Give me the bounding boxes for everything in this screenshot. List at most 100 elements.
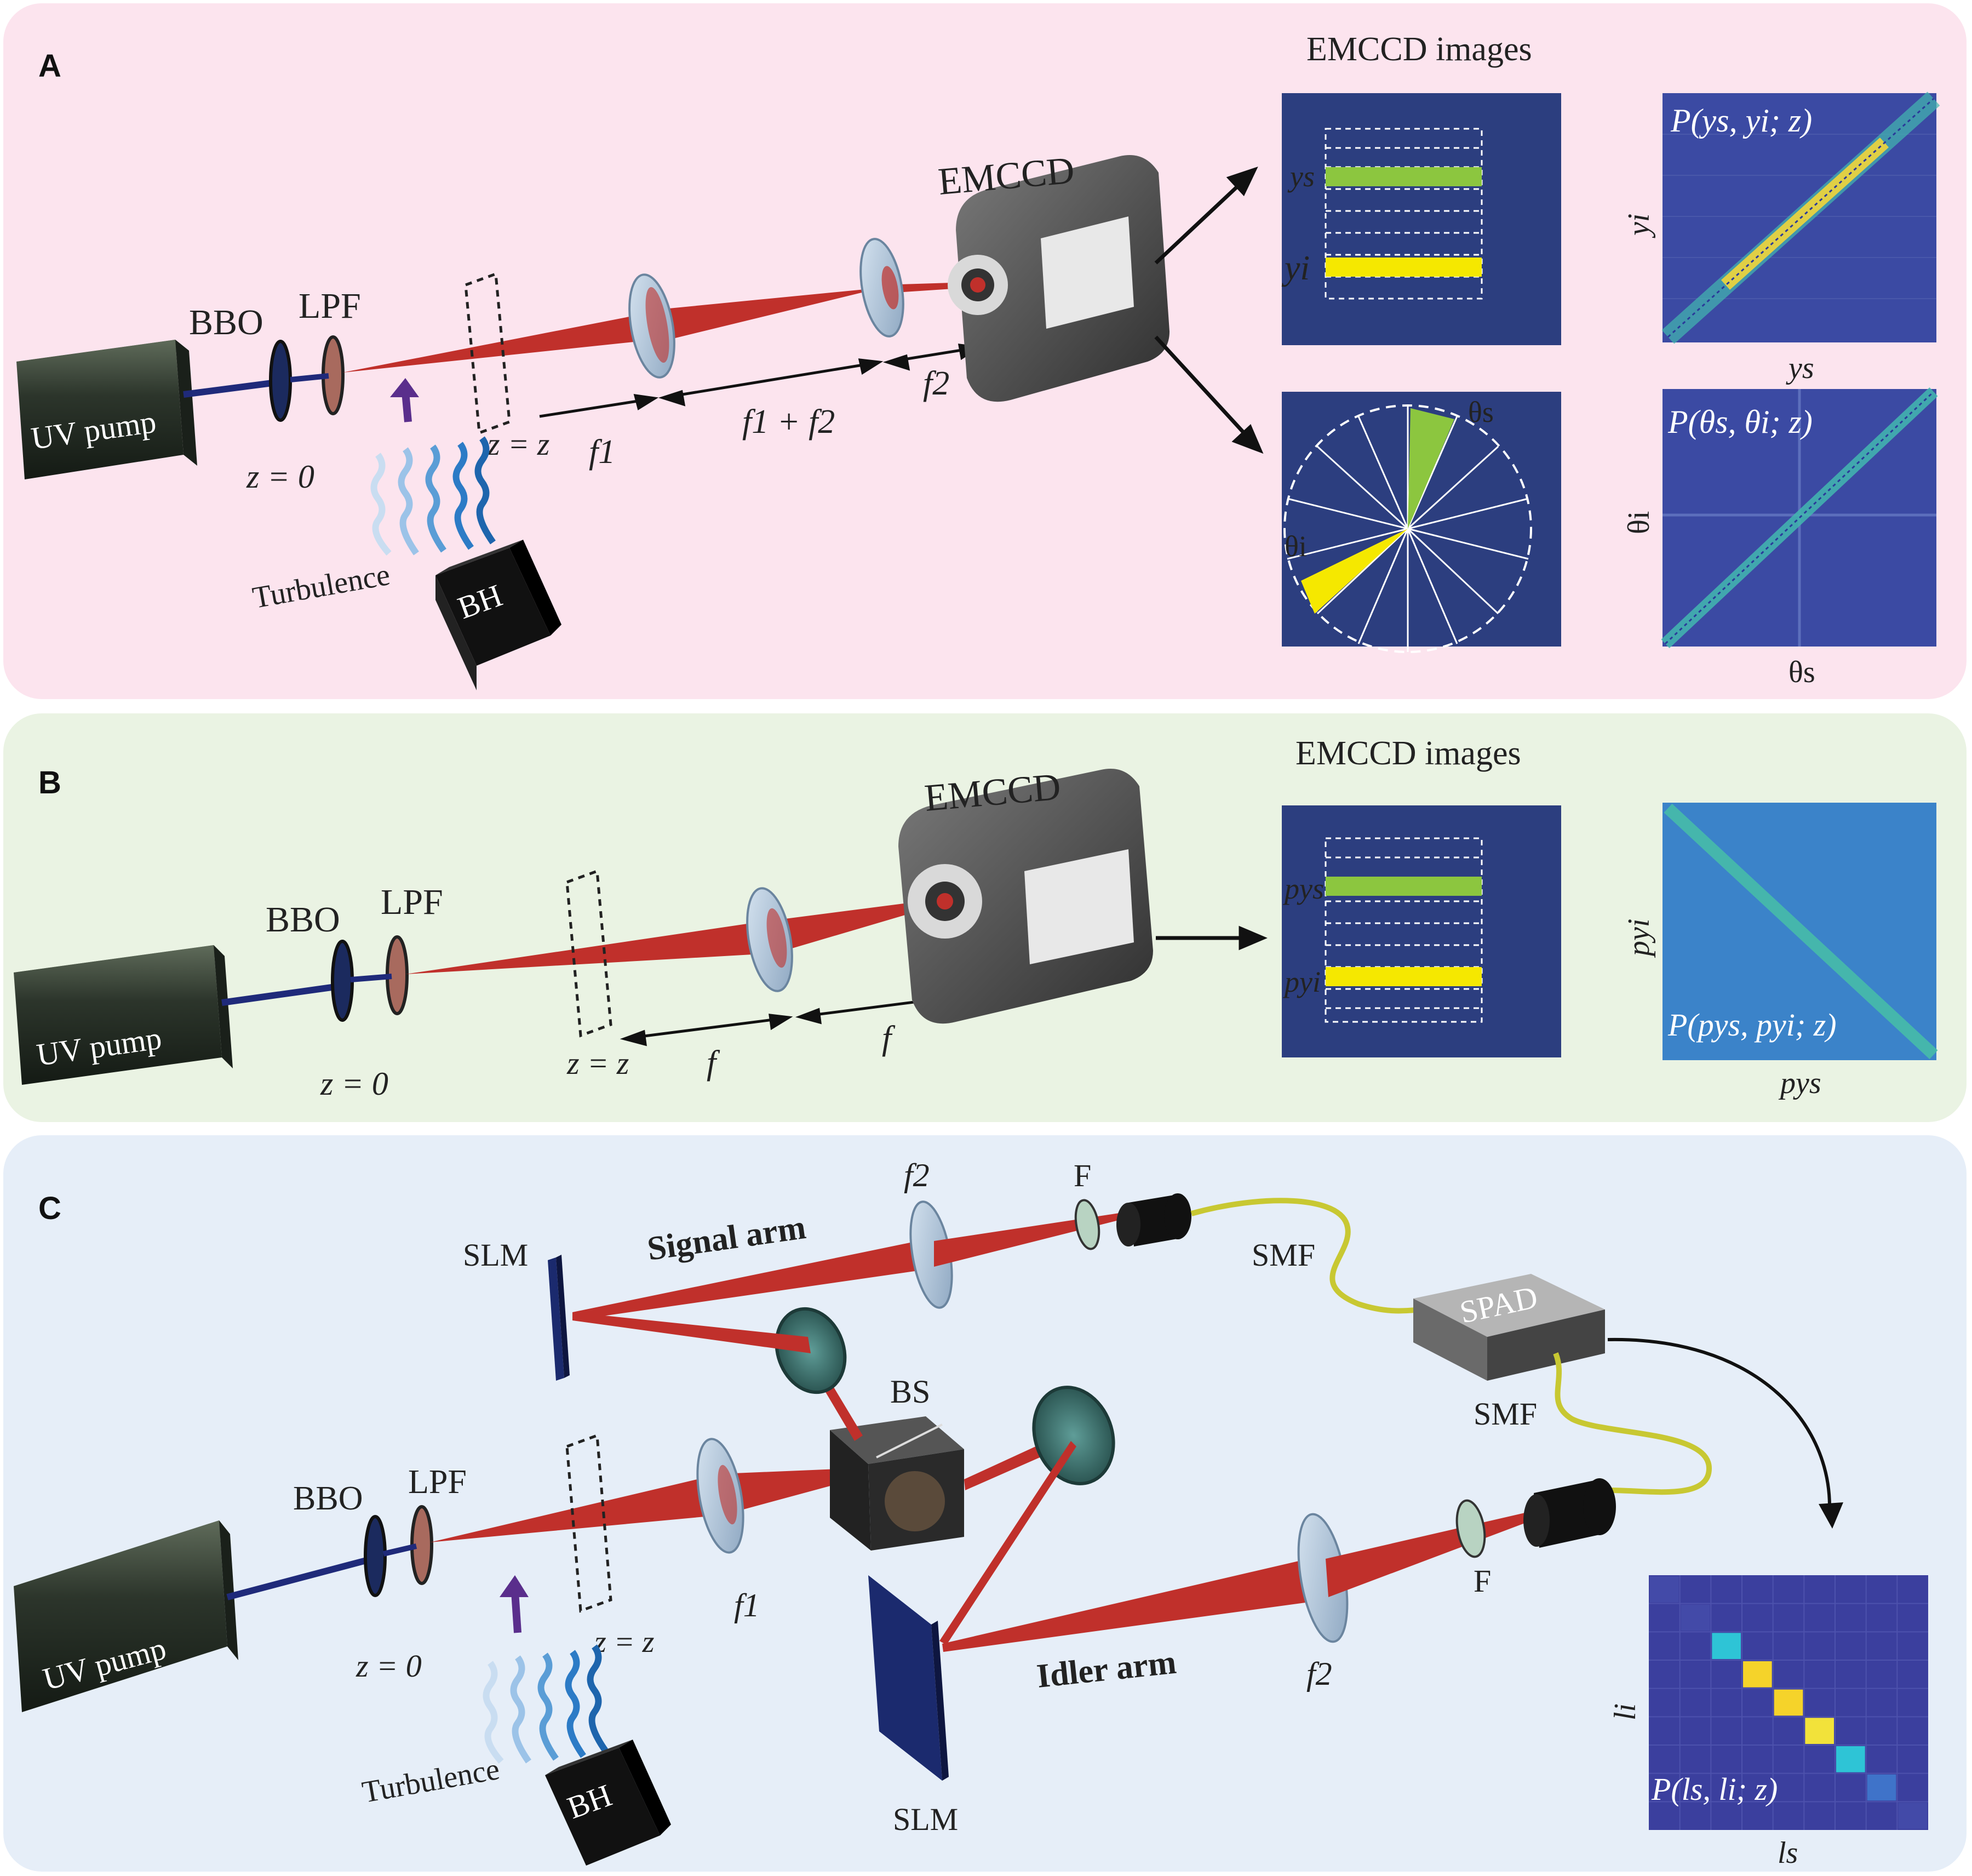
emccd-image-p-b: pys pyi [1282,805,1561,1057]
beam-slm-to-f2 [572,1238,934,1320]
bh-box-c: BH [545,1740,671,1866]
spad-to-plot-arrowhead [1819,1502,1843,1529]
plot-oam-title-c: P(ls, li; z) [1651,1771,1778,1807]
f1-a-label: f1 [589,433,615,471]
pys-label-b: pys [1282,872,1324,905]
beam-mirror-to-slm-bottom [939,1441,1076,1645]
turbulence-arrowhead-c [500,1575,529,1597]
lpf-c-label: LPF [408,1463,467,1501]
lens-b [746,887,793,992]
lpf-b-label: LPF [381,882,443,922]
turbulence-waves-a [370,436,496,556]
panel-c: C UV pump BBO LPF z = 0 z = z Tu [3,1135,1967,1872]
pump-beam-a [183,379,277,398]
f2-top-c-label: f2 [904,1157,930,1193]
beam-slm-to-f2-bottom [942,1556,1326,1652]
f1f2-a-label: f1 + f2 [742,403,835,441]
plane-z-c [565,1433,612,1613]
mirror-signal-c [775,1307,847,1394]
plot-theta-correlation-a: P(θs, θi; z) θs θi [1622,387,1938,689]
beam-a-2 [657,288,882,342]
smf-bottom-label: SMF [1474,1396,1537,1432]
bbo-crystal-a [269,340,292,422]
lpf-a-label: LPF [299,286,361,326]
oam-heatmap-cell [1805,1718,1834,1744]
emccd-title-b: EMCCD images [1295,735,1521,772]
panel-a-letter: A [38,48,61,84]
turbulence-waves-c [483,1644,608,1764]
f2-a-label: f2 [923,365,949,402]
plot-y-title-a: P(ys, yi; z) [1670,102,1812,139]
plot-p-ylabel-b: pyi [1622,919,1656,958]
plot-y-xlabel-a: ys [1786,351,1814,385]
plot-oam-correlation-c: P(ls, li; z) ls li [1608,1575,1928,1870]
panel-b-letter: B [38,765,61,800]
plot-theta-xlabel-a: θs [1788,655,1815,689]
z0-c-label: z = 0 [356,1648,422,1684]
oam-heatmap-cell [1898,1803,1927,1829]
mirror-idler-c [1032,1386,1115,1485]
oam-heatmap-cell [1867,1774,1896,1801]
uv-pump-a: UV pump [16,340,197,479]
beam-b-2 [772,899,942,953]
lens-2-a [859,238,904,338]
beam-splitter-c: BS [830,1374,964,1551]
bs-c-label: BS [890,1374,930,1410]
f2-bottom-c-label: f2 [1306,1656,1332,1692]
oam-heatmap-cell [1743,1661,1772,1688]
smf-bottom-fiber [1553,1352,1712,1495]
emccd-image-y-a: ys yi [1281,93,1561,345]
zz-a-label: z = z [487,426,549,462]
pyi-label-b: pyi [1282,965,1321,998]
beam-f2-to-f-bottom [1326,1509,1539,1597]
smf-top-fiber [1190,1198,1425,1314]
oam-heatmap-cells [1649,1575,1928,1830]
output-arrow-b [1156,925,1268,951]
spad-detector-c: SPAD [1413,1274,1605,1381]
turbulence-arrowhead-a [390,378,419,397]
f1-c-label: f1 [734,1587,760,1623]
theta-s-label-a: θs [1468,396,1494,428]
panel-c-letter: C [38,1191,61,1226]
emccd-camera-b: EMCCD [898,766,1153,1024]
emccd-image-theta-a: θs θi [1282,392,1561,653]
bbo-crystal-b [331,940,354,1022]
spad-to-plot-arrow [1607,1337,1831,1507]
slm-top-c [548,1255,570,1381]
bbo-crystal-c [364,1515,387,1597]
panel-b: B UV pump BBO LPF z = 0 z = z [3,713,1967,1122]
plot-theta-title-a: P(θs, θi; z) [1667,404,1813,440]
plane-z-b [565,869,612,1038]
short-beam-a [290,373,329,382]
plot-theta-ylabel-a: θi [1622,511,1656,534]
beam-c-main [430,1474,723,1542]
emccd-title-a: EMCCD images [1306,31,1532,68]
lens-1-a [628,273,675,379]
bh-box-a: BH [435,540,561,690]
bbo-a-label: BBO [189,302,263,342]
filter-f-bottom-c [1455,1499,1486,1558]
filter-f-top-c [1074,1199,1100,1250]
uv-pump-c: UV pump [14,1520,238,1712]
plot-oam-xlabel-c: ls [1778,1836,1798,1870]
z0-a-label: z = 0 [246,459,314,495]
pump-beam-b [221,983,340,1006]
turbulence-arrow-c [511,1591,521,1633]
plot-p-correlation-b: P(pys, pyi; z) pys pyi [1622,803,1938,1100]
oam-heatmap-cell [1836,1746,1865,1772]
beam-mirror-to-slm [572,1312,811,1353]
zz-b-label: z = z [566,1045,629,1081]
z0-b-label: z = 0 [320,1066,388,1102]
lens-f1-c [696,1438,744,1554]
slm-top-c-label: SLM [463,1237,528,1273]
beam-c-to-bs [720,1468,855,1515]
short-beam-b [350,974,392,982]
plot-y-ylabel-a: yi [1622,214,1656,238]
emccd-camera-a: EMCCD [937,150,1170,402]
zz-c-label: z = z [594,1625,655,1659]
oam-heatmap-cell [1650,1576,1679,1603]
oam-heatmap-cell [1681,1604,1710,1631]
oam-heatmap-cell [1774,1689,1803,1716]
beam-a-1 [342,312,655,373]
